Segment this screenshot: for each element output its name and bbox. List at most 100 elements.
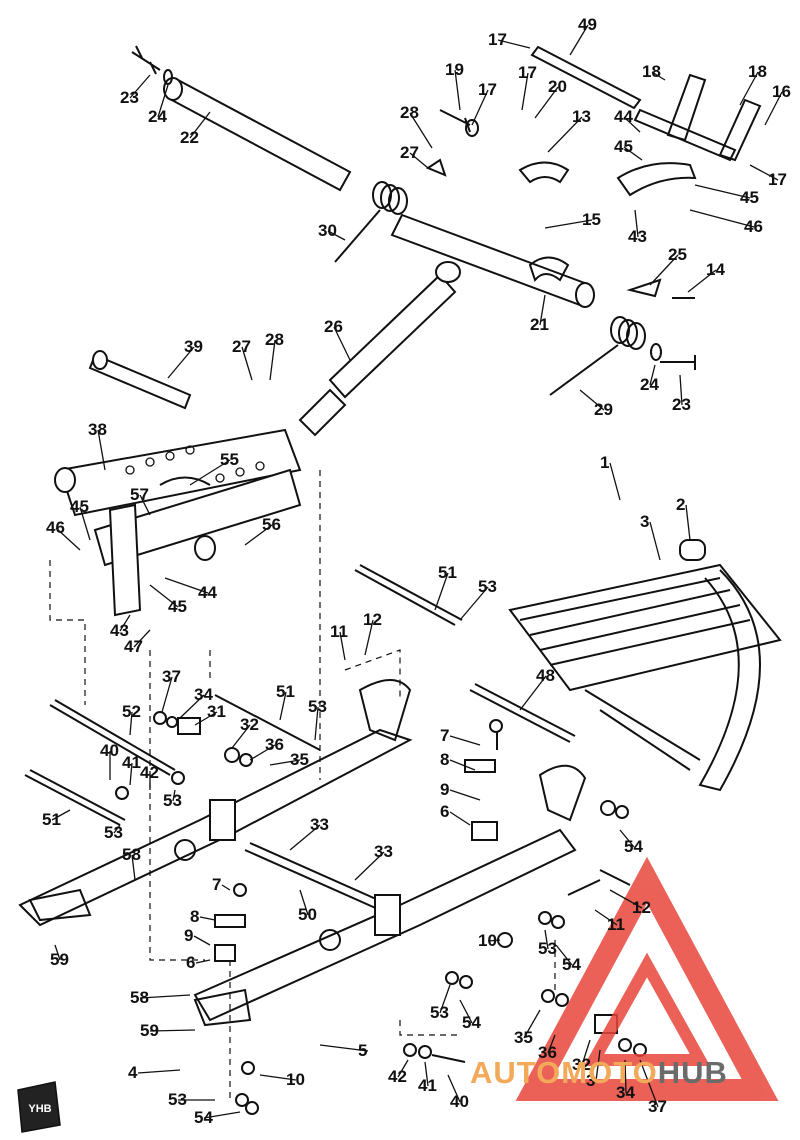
- leader-line: [149, 584, 179, 608]
- leader-line: [497, 39, 531, 49]
- leader-line: [249, 744, 276, 761]
- part-number-label: 11: [330, 622, 348, 641]
- part-number-label: 9: [440, 780, 449, 799]
- part-number-label: 47: [124, 637, 143, 656]
- leader-line: [534, 86, 559, 119]
- part-number-label: 24: [640, 375, 659, 394]
- spring-30: [334, 181, 408, 263]
- rod-51-top: [354, 569, 456, 626]
- leader-line: [764, 91, 783, 126]
- slide-rails-58: [18, 679, 587, 1027]
- leader-line: [119, 614, 131, 632]
- leader-line: [129, 711, 133, 736]
- leader-line: [579, 389, 605, 411]
- part-number-label: 45: [614, 137, 633, 156]
- leader-line: [471, 89, 489, 126]
- leader-line: [424, 1061, 429, 1087]
- leader-line: [547, 116, 583, 153]
- leader-line: [439, 984, 451, 1014]
- part-number-label: 50: [298, 905, 317, 924]
- part-number-label: 46: [744, 217, 763, 236]
- part-number-label: 13: [572, 107, 591, 126]
- leader-line: [164, 577, 209, 594]
- leader-line: [521, 72, 529, 111]
- leader-line: [157, 84, 169, 118]
- rod-51-mid: [214, 694, 321, 751]
- leader-line: [129, 762, 133, 786]
- part-number-label: 12: [363, 610, 382, 629]
- leader-lines: [51, 24, 783, 1119]
- leader-line: [139, 994, 191, 999]
- leader-line: [364, 619, 374, 656]
- part-number-label: 9: [184, 926, 193, 945]
- leader-line: [289, 824, 321, 851]
- part-number-label: 12: [632, 898, 651, 917]
- part-number-label: 44: [198, 583, 217, 602]
- rods: [24, 564, 576, 911]
- leader-line: [449, 735, 481, 746]
- leader-line: [623, 146, 643, 161]
- part-number-label: 17: [518, 63, 537, 82]
- part-number-label: 3: [640, 512, 649, 531]
- leader-line: [79, 506, 91, 541]
- leader-line: [544, 929, 549, 950]
- part-number-label: 57: [130, 485, 149, 504]
- part-number-label: 46: [46, 518, 65, 537]
- leader-line: [547, 1034, 556, 1054]
- leader-line: [354, 851, 385, 881]
- leader-line: [447, 1074, 461, 1103]
- leader-line: [539, 294, 546, 326]
- part-number-label: 53: [538, 939, 557, 958]
- leader-line: [519, 675, 547, 711]
- leader-line: [199, 916, 216, 921]
- upper-pivot-assembly: [131, 45, 762, 437]
- part-number-label: 18: [642, 62, 661, 81]
- part-number-label: 8: [440, 750, 449, 769]
- part-number-label: 18: [748, 62, 767, 81]
- part-number-label: 59: [140, 1021, 159, 1040]
- leader-line: [689, 209, 755, 228]
- rod-48: [469, 689, 571, 743]
- leader-line: [113, 824, 121, 834]
- leader-line: [137, 1069, 181, 1074]
- leader-line: [523, 1009, 541, 1039]
- part-number-label: 54: [194, 1108, 213, 1127]
- shaft-49: [530, 45, 642, 110]
- part-number-label: 29: [594, 400, 613, 419]
- part-number-label: 26: [324, 317, 343, 336]
- leader-line: [749, 164, 779, 181]
- leader-line: [319, 1044, 369, 1052]
- part-number-label: 33: [374, 842, 393, 861]
- leader-line: [619, 829, 635, 848]
- leader-line: [193, 935, 211, 946]
- part-number-label: 3: [586, 1071, 595, 1090]
- part-number-label: 34: [616, 1083, 635, 1102]
- leader-line: [327, 230, 346, 241]
- part-number-label: 15: [582, 210, 601, 229]
- part-number-label: 40: [100, 741, 119, 760]
- part-number-label: 53: [308, 697, 327, 716]
- leader-line: [133, 629, 151, 648]
- leader-line: [195, 959, 211, 964]
- part-number-label: 4: [128, 1063, 138, 1082]
- leader-line: [595, 1049, 601, 1082]
- leader-line: [51, 809, 71, 821]
- part-number-label: 34: [194, 685, 213, 704]
- part-number-label: 56: [262, 515, 281, 534]
- badge-text: YHB: [28, 1103, 51, 1115]
- part-number-label: 33: [310, 815, 329, 834]
- part-number-label: 23: [672, 395, 691, 414]
- part-number-label: 43: [110, 621, 129, 640]
- leader-line: [649, 254, 679, 286]
- part-number-label: 41: [418, 1076, 437, 1095]
- leader-line: [459, 586, 489, 621]
- part-number-label: 51: [42, 810, 61, 829]
- part-number-label: 35: [290, 750, 309, 769]
- leader-line: [409, 112, 433, 149]
- leader-line: [139, 494, 151, 516]
- part-number-label: 10: [286, 1070, 305, 1089]
- part-number-label: 37: [162, 667, 181, 686]
- part-number-label: 28: [265, 330, 284, 349]
- part-number-label: 10: [478, 931, 497, 950]
